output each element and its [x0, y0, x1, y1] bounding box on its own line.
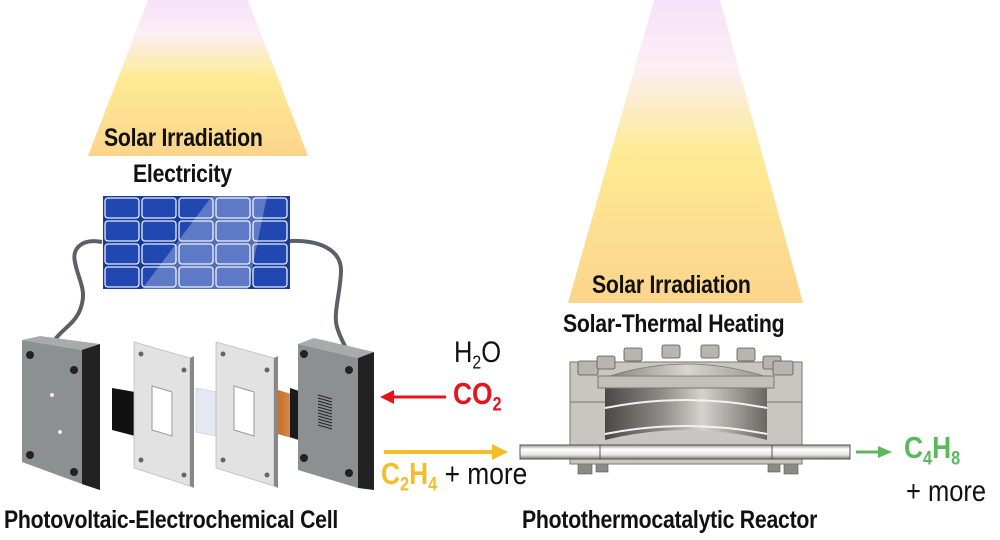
reactor-caption: Photothermocatalytic Reactor — [522, 506, 869, 535]
left-beam-label-text: Solar Irradiation — [104, 124, 263, 152]
right-beam-label-text: Solar Irradiation — [592, 271, 751, 299]
c2h4-transfer-arrow-icon — [384, 444, 508, 460]
membrane-icon — [195, 387, 217, 437]
electricity-label: Electricity — [133, 160, 249, 189]
pv-ec-cell-caption: Photovoltaic-Electrochemical Cell — [4, 506, 397, 535]
right-beam-label: Solar Irradiation — [592, 271, 779, 300]
solar-thermal-heating-label-text: Solar-Thermal Heating — [563, 310, 785, 338]
c2h4-h: H — [409, 456, 429, 491]
cable-right-icon — [289, 238, 349, 353]
left-endplate-icon — [22, 336, 100, 490]
co2-inlet-arrow-icon — [380, 390, 446, 404]
left-beam-label: Solar Irradiation — [104, 124, 291, 153]
c2h4-c: C — [381, 456, 401, 491]
h2o-h: H — [454, 336, 473, 369]
h2o-o: O — [481, 336, 502, 369]
gasket-right-icon — [215, 341, 278, 488]
cable-left-icon — [50, 239, 103, 346]
c2h4-more-label: + more — [444, 456, 528, 491]
c2h4-sub2: 4 — [428, 474, 438, 496]
pv-ec-cell-caption-text: Photovoltaic-Electrochemical Cell — [4, 506, 339, 534]
c2h4-label: C2H4 + more — [381, 456, 553, 495]
gasket-left-icon — [133, 341, 194, 488]
h2o-label: H2O — [454, 336, 509, 373]
c4h8-c: C — [904, 430, 924, 465]
c4h8-sub2: 8 — [951, 448, 961, 470]
c4h8-h: H — [932, 430, 952, 465]
co2-sub: 2 — [492, 394, 502, 416]
solar-beam-left — [88, 0, 308, 156]
c4h8-label: C4H8 — [904, 430, 970, 469]
c4h8-sub1: 4 — [923, 448, 933, 470]
c4h8-more-text: + more — [906, 475, 987, 508]
solar-thermal-heating-label: Solar-Thermal Heating — [563, 310, 823, 339]
c4h8-more-label: + more — [906, 475, 1000, 509]
c4h8-outlet-arrow-icon — [856, 446, 892, 458]
solar-beam-right — [568, 0, 803, 303]
c2h4-sub1: 2 — [400, 474, 410, 496]
co2-co: CO — [453, 376, 493, 411]
h2o-sub: 2 — [472, 351, 482, 373]
black-electrode-icon — [112, 388, 135, 436]
solar-panel-icon — [103, 196, 290, 289]
right-endplate-icon — [298, 338, 374, 490]
photothermal-reactor-icon — [519, 344, 851, 475]
co2-label: CO2 — [453, 376, 510, 415]
reactor-caption-text: Photothermocatalytic Reactor — [522, 506, 818, 534]
electricity-label-text: Electricity — [133, 160, 232, 188]
